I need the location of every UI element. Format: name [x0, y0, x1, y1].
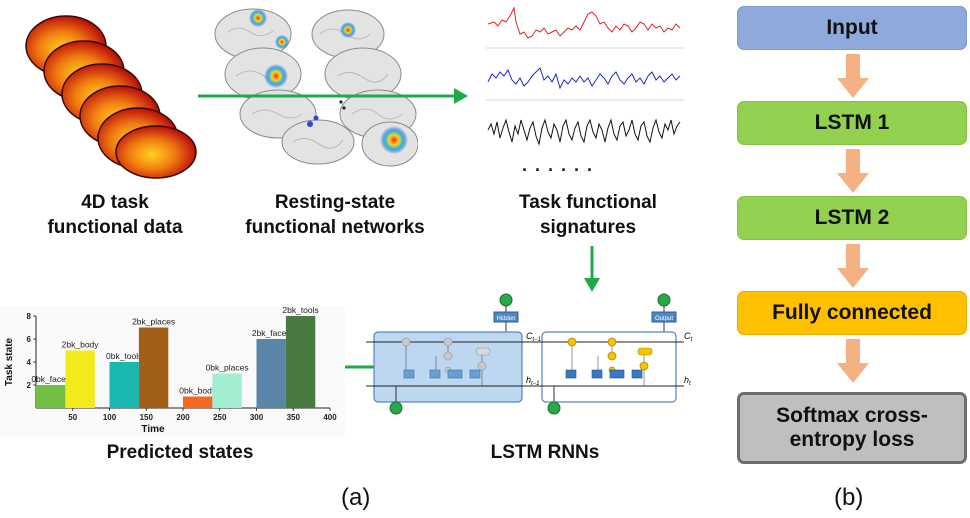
bar-label-2bk_faces: 2bk_faces — [252, 328, 291, 338]
x-axis-title: Time — [141, 424, 165, 435]
task-functional-data-brains — [25, 15, 197, 179]
bar-0bk_faces — [36, 385, 66, 408]
caption-predicted-states: Predicted states — [106, 442, 254, 463]
arrow-to-lstm — [584, 246, 600, 292]
flow-step-lstm-2: LSTM 2 — [737, 196, 967, 240]
flow-arrow-4 — [837, 339, 869, 383]
x-tick-label: 100 — [103, 413, 117, 422]
x-tick-label: 350 — [287, 413, 301, 422]
signature-ellipsis: · · · · · · — [522, 160, 594, 180]
lstm-output-node-2 — [657, 293, 671, 307]
flow-step-fully-connected: Fully connected — [737, 291, 967, 335]
lstm-output-label-1: Hidden — [496, 316, 515, 322]
caption-resting-state-networks: Resting-state functional networks — [245, 192, 425, 238]
bar-0bk_body — [183, 396, 213, 408]
x-tick-label: 50 — [68, 413, 77, 422]
label-c-prev: Ct−1 — [526, 331, 541, 343]
bar-label-0bk_tools: 0bk_tools — [106, 351, 142, 361]
flow-step-input: Input — [737, 6, 967, 50]
bar-label-2bk_places: 2bk_places — [132, 317, 175, 327]
label-c-next: Ct — [684, 331, 693, 343]
lstm-output-node-1 — [499, 293, 513, 307]
y-tick-label: 8 — [27, 312, 32, 321]
bar-label-2bk_tools: 2bk_tools — [282, 306, 318, 315]
label-h-prev: ht−1 — [526, 375, 540, 387]
bar-0bk_tools — [109, 362, 139, 408]
black-signal — [487, 118, 681, 146]
bar-2bk_body — [65, 350, 95, 408]
resting-state-network-brains — [214, 8, 418, 167]
bar-label-0bk_faces: 0bk_faces — [31, 374, 70, 384]
y-tick-label: 6 — [27, 335, 32, 344]
bar-2bk_tools — [285, 316, 316, 408]
x-tick-label: 200 — [176, 413, 190, 422]
bar-label-2bk_body: 2bk_body — [62, 340, 100, 350]
task-signature-timeseries — [486, 6, 684, 146]
flow-arrow-2 — [837, 149, 869, 193]
lstm-input-node-1 — [389, 401, 403, 415]
x-tick-label: 400 — [323, 413, 337, 422]
lstm-cells-diagram: Hidden Output Ct− — [366, 293, 693, 415]
lstm-output-label-2: Output — [655, 316, 673, 322]
bar-label-0bk_body: 0bk_body — [179, 386, 217, 396]
arrow-to-signatures — [198, 88, 468, 104]
y-tick-label: 4 — [27, 358, 32, 367]
bar-2bk_places — [138, 327, 169, 408]
lstm-input-node-2 — [547, 401, 561, 415]
panel-label-a: (a) — [341, 484, 371, 511]
label-h-next: ht — [684, 375, 691, 387]
x-tick-label: 300 — [250, 413, 264, 422]
flow-arrow-3 — [837, 244, 869, 288]
predicted-states-chart: 0bk_faces 2bk_body 0bk_tools 2bk_places 0bk_… — [0, 306, 345, 436]
flow-step-lstm-1: LSTM 1 — [737, 101, 967, 145]
bar-2bk_faces — [256, 339, 286, 408]
bar-label-0bk_places: 0bk_places — [206, 363, 249, 373]
caption-task-data: 4D task functional data — [47, 192, 183, 238]
y-tick-label: 2 — [27, 381, 32, 390]
x-tick-label: 250 — [213, 413, 227, 422]
flow-arrow-1 — [837, 54, 869, 98]
red-signal — [487, 6, 681, 39]
flow-step-softmax-loss: Softmax cross- entropy loss — [737, 392, 967, 464]
caption-lstm-rnns: LSTM RNNs — [490, 442, 600, 463]
x-tick-label: 150 — [140, 413, 154, 422]
panel-label-b: (b) — [834, 484, 864, 511]
y-axis-title: Task state — [4, 337, 15, 386]
caption-task-signatures: Task functional signatures — [519, 192, 657, 238]
blue-signal — [487, 67, 681, 90]
bar-0bk_places — [212, 373, 242, 408]
